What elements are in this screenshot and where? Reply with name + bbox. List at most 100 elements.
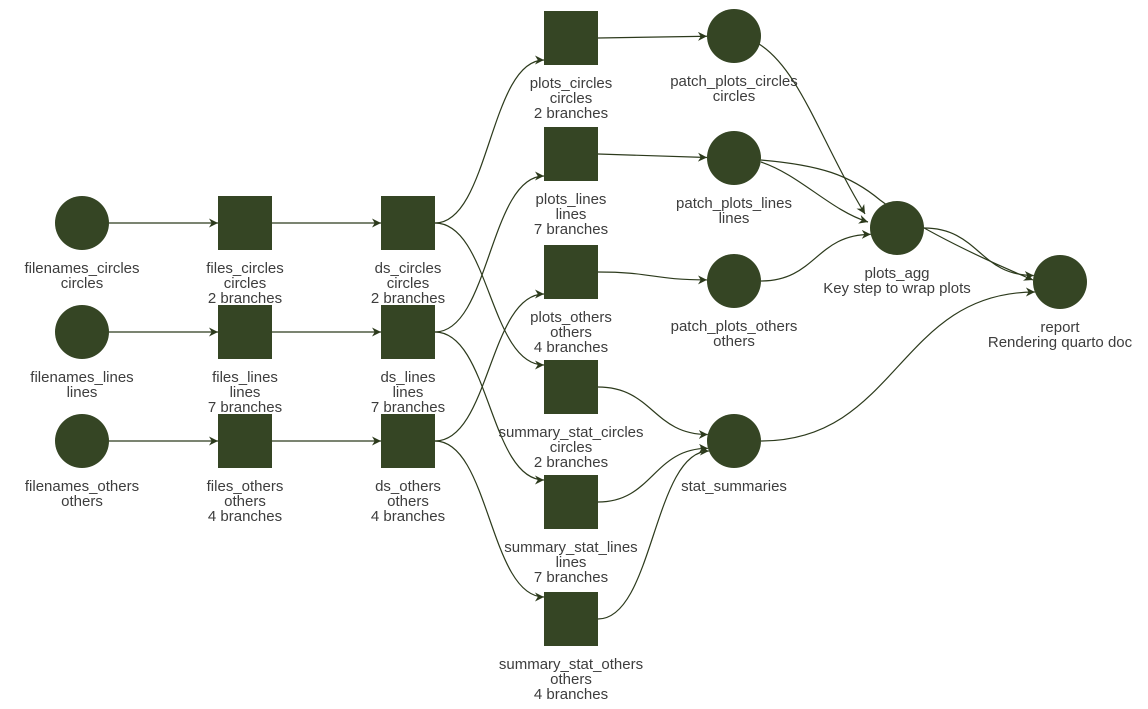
node-label-detail: 2 branches (534, 454, 608, 471)
node-label-detail: 4 branches (371, 508, 445, 525)
node-label-name: filenames_lines (30, 369, 133, 386)
node-label-name: filenames_others (25, 478, 139, 495)
circle-node-shape[interactable] (707, 9, 761, 63)
edge-ds-others-to-plots-others (434, 289, 545, 442)
square-node-shape[interactable] (381, 414, 435, 468)
node-label-detail: others (387, 493, 429, 510)
node-label-detail: 4 branches (534, 686, 608, 703)
node-label-name: plots_agg (864, 265, 929, 282)
nodes: filenames_circlescirclesfilenames_linesl… (24, 9, 1133, 703)
square-node-shape[interactable] (218, 196, 272, 250)
circle-node-shape[interactable] (870, 201, 924, 255)
node-label-name: files_others (207, 478, 284, 495)
circle-node-shape[interactable] (707, 254, 761, 308)
square-node-shape[interactable] (218, 305, 272, 359)
edge-patch-plots-circles-to-plots-agg (758, 43, 866, 215)
node-label-detail: circles (550, 439, 593, 456)
node-label-detail: 7 branches (534, 221, 608, 238)
edge-ds-circles-to-summary-stat-circles (434, 222, 545, 370)
node-label-name: patch_plots_others (671, 318, 798, 335)
square-node-shape[interactable] (544, 360, 598, 414)
edge-plots-circles-to-patch-plots-circles (597, 31, 708, 41)
node-stat-summaries[interactable]: stat_summaries (681, 414, 787, 495)
node-label-name: files_circles (206, 260, 284, 277)
square-node-shape[interactable] (544, 245, 598, 299)
edge-ds-lines-to-plots-lines (434, 171, 545, 333)
node-label-detail: lines (393, 384, 424, 401)
edge-summary-stat-lines-to-stat-summaries (597, 443, 709, 503)
edge-ds-lines-to-summary-stat-lines (434, 331, 545, 485)
node-label-name: summary_stat_others (499, 656, 643, 673)
node-label-name: ds_lines (380, 369, 435, 386)
node-label-detail: lines (719, 210, 750, 227)
square-node-shape[interactable] (544, 592, 598, 646)
square-node-shape[interactable] (218, 414, 272, 468)
node-label-detail: others (713, 333, 755, 350)
node-label-detail: 4 branches (534, 339, 608, 356)
node-label-detail: others (61, 493, 103, 510)
square-node-shape[interactable] (544, 127, 598, 181)
node-label-name: summary_stat_circles (498, 424, 643, 441)
node-label-name: ds_others (375, 478, 441, 495)
edge-patch-plots-lines-to-plots-agg (760, 161, 869, 224)
circle-node-shape[interactable] (707, 414, 761, 468)
circle-node-shape[interactable] (707, 131, 761, 185)
edge-summary-stat-circles-to-stat-summaries (597, 386, 708, 440)
node-label-detail: lines (556, 554, 587, 571)
node-label-detail: 4 branches (208, 508, 282, 525)
node-label-detail: others (550, 324, 592, 341)
node-label-detail: lines (230, 384, 261, 401)
edge-ds-circles-to-plots-circles (434, 55, 545, 224)
node-label-name: filenames_circles (24, 260, 139, 277)
node-label-name: summary_stat_lines (504, 539, 637, 556)
edge-patch-plots-others-to-plots-agg (760, 229, 871, 282)
square-node-shape[interactable] (381, 305, 435, 359)
node-label-detail: 7 branches (371, 399, 445, 416)
node-label-detail: circles (61, 275, 104, 292)
square-node-shape[interactable] (544, 475, 598, 529)
square-node-shape[interactable] (544, 11, 598, 65)
node-label-name: stat_summaries (681, 478, 787, 495)
circle-node-shape[interactable] (55, 305, 109, 359)
node-label-detail: others (550, 671, 592, 688)
node-label-detail: lines (556, 206, 587, 223)
edge-ds-others-to-summary-stat-others (434, 440, 545, 602)
node-label-name: plots_others (530, 309, 612, 326)
node-label-name: ds_circles (375, 260, 442, 277)
node-label-detail: 2 branches (371, 290, 445, 307)
edge-plots-others-to-patch-plots-others (597, 271, 708, 285)
edge-stat-summaries-to-report (760, 287, 1035, 442)
node-label-name: plots_lines (536, 191, 607, 208)
node-label-name: files_lines (212, 369, 278, 386)
node-label-detail: circles (550, 90, 593, 107)
node-label-detail: others (224, 493, 266, 510)
square-node-shape[interactable] (381, 196, 435, 250)
circle-node-shape[interactable] (1033, 255, 1087, 309)
node-label-detail: circles (387, 275, 430, 292)
edge-plots-lines-to-patch-plots-lines (597, 152, 708, 162)
circle-node-shape[interactable] (55, 414, 109, 468)
node-label-name: patch_plots_lines (676, 195, 792, 212)
circle-node-shape[interactable] (55, 196, 109, 250)
